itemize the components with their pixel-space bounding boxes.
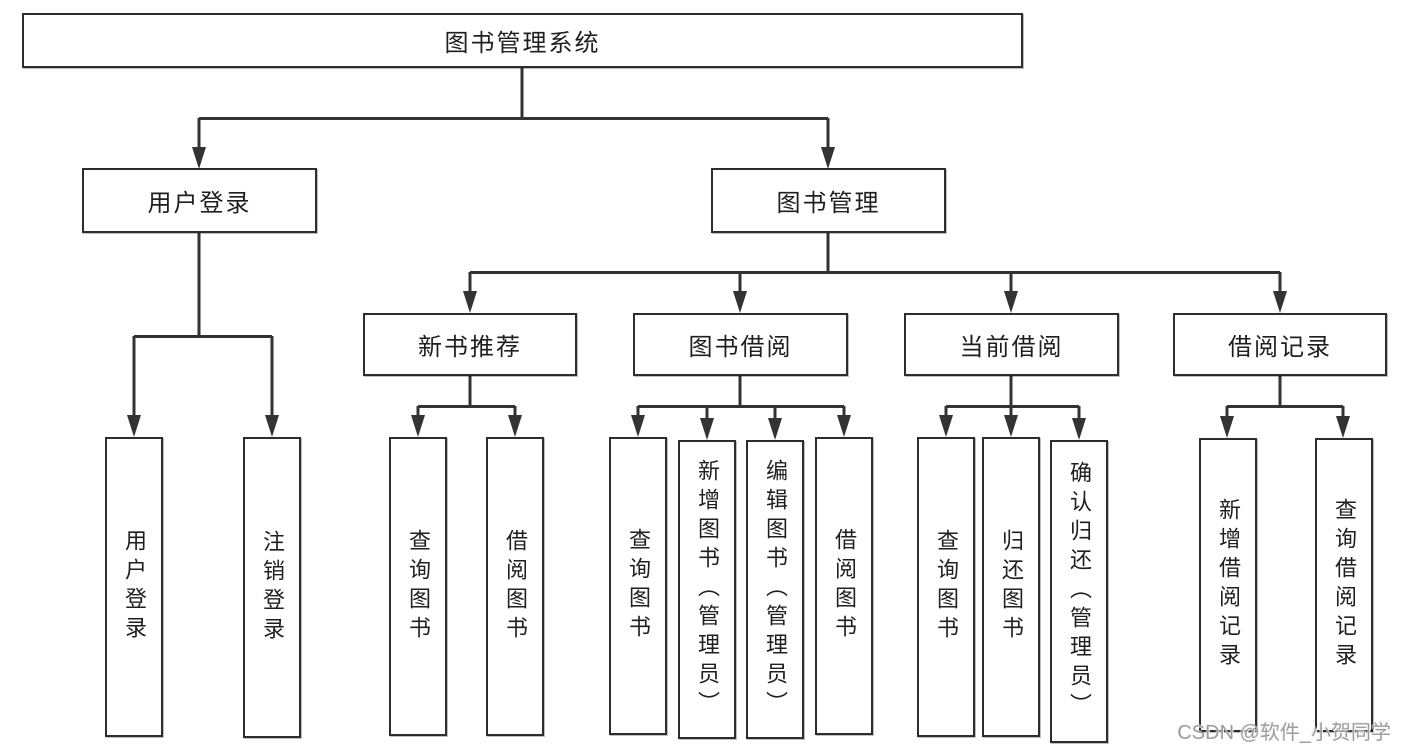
leaf-bb-query-book: 查询图书 bbox=[609, 437, 667, 735]
leaf-cb-query-book-label: 查询图书 bbox=[934, 529, 959, 645]
leaf-user-login-label: 用户登录 bbox=[122, 529, 147, 645]
leaf-user-login: 用户登录 bbox=[105, 437, 163, 737]
leaf-rb-add-record-label: 新增借阅记录 bbox=[1216, 498, 1241, 672]
leaf-cb-query-book: 查询图书 bbox=[917, 437, 975, 737]
leaf-rb-add-record: 新增借阅记录 bbox=[1199, 438, 1257, 732]
leaf-bb-edit-book-admin-label: 编辑图书（管理员） bbox=[763, 459, 788, 720]
leaf-logout: 注销登录 bbox=[243, 437, 301, 738]
leaf-cb-confirm-return-admin-label: 确认归还（管理员） bbox=[1067, 461, 1092, 722]
leaf-bb-add-book-admin-label: 新增图书（管理员） bbox=[695, 459, 720, 720]
node-current-borrow: 当前借阅 bbox=[904, 313, 1119, 376]
node-book-borrow-label: 图书借阅 bbox=[688, 334, 793, 361]
leaf-bb-edit-book-admin: 编辑图书（管理员） bbox=[746, 440, 804, 739]
leaf-nb-query-book-label: 查询图书 bbox=[406, 528, 431, 645]
leaf-bb-borrow-book: 借阅图书 bbox=[815, 437, 873, 735]
node-user-login: 用户登录 bbox=[82, 168, 317, 233]
node-book-management-label: 图书管理 bbox=[776, 190, 881, 217]
leaf-bb-add-book-admin: 新增图书（管理员） bbox=[678, 440, 736, 739]
leaf-logout-label: 注销登录 bbox=[260, 529, 285, 646]
leaf-cb-confirm-return-admin: 确认归还（管理员） bbox=[1050, 440, 1108, 743]
leaf-cb-return-book-label: 归还图书 bbox=[999, 529, 1024, 645]
leaf-bb-borrow-book-label: 借阅图书 bbox=[832, 528, 857, 644]
node-user-login-label: 用户登录 bbox=[147, 190, 252, 217]
node-root-label: 图书管理系统 bbox=[444, 30, 601, 57]
node-book-management: 图书管理 bbox=[711, 168, 946, 233]
leaf-nb-borrow-book-label: 借阅图书 bbox=[503, 528, 528, 645]
node-new-book-recommend: 新书推荐 bbox=[363, 313, 577, 376]
node-borrow-record: 借阅记录 bbox=[1173, 313, 1387, 376]
leaf-nb-query-book: 查询图书 bbox=[389, 437, 447, 736]
csdn-watermark: CSDN @软件_小贺同学 bbox=[1177, 722, 1391, 744]
node-borrow-record-label: 借阅记录 bbox=[1228, 334, 1332, 361]
leaf-cb-return-book: 归还图书 bbox=[982, 437, 1040, 737]
leaf-rb-query-record: 查询借阅记录 bbox=[1315, 438, 1373, 732]
leaf-rb-query-record-label: 查询借阅记录 bbox=[1332, 498, 1357, 672]
node-root: 图书管理系统 bbox=[22, 13, 1023, 68]
node-book-borrow: 图书借阅 bbox=[633, 313, 848, 376]
node-current-borrow-label: 当前借阅 bbox=[959, 334, 1064, 361]
leaf-bb-query-book-label: 查询图书 bbox=[626, 528, 651, 644]
node-new-book-recommend-label: 新书推荐 bbox=[418, 334, 522, 361]
leaf-nb-borrow-book: 借阅图书 bbox=[486, 437, 544, 736]
